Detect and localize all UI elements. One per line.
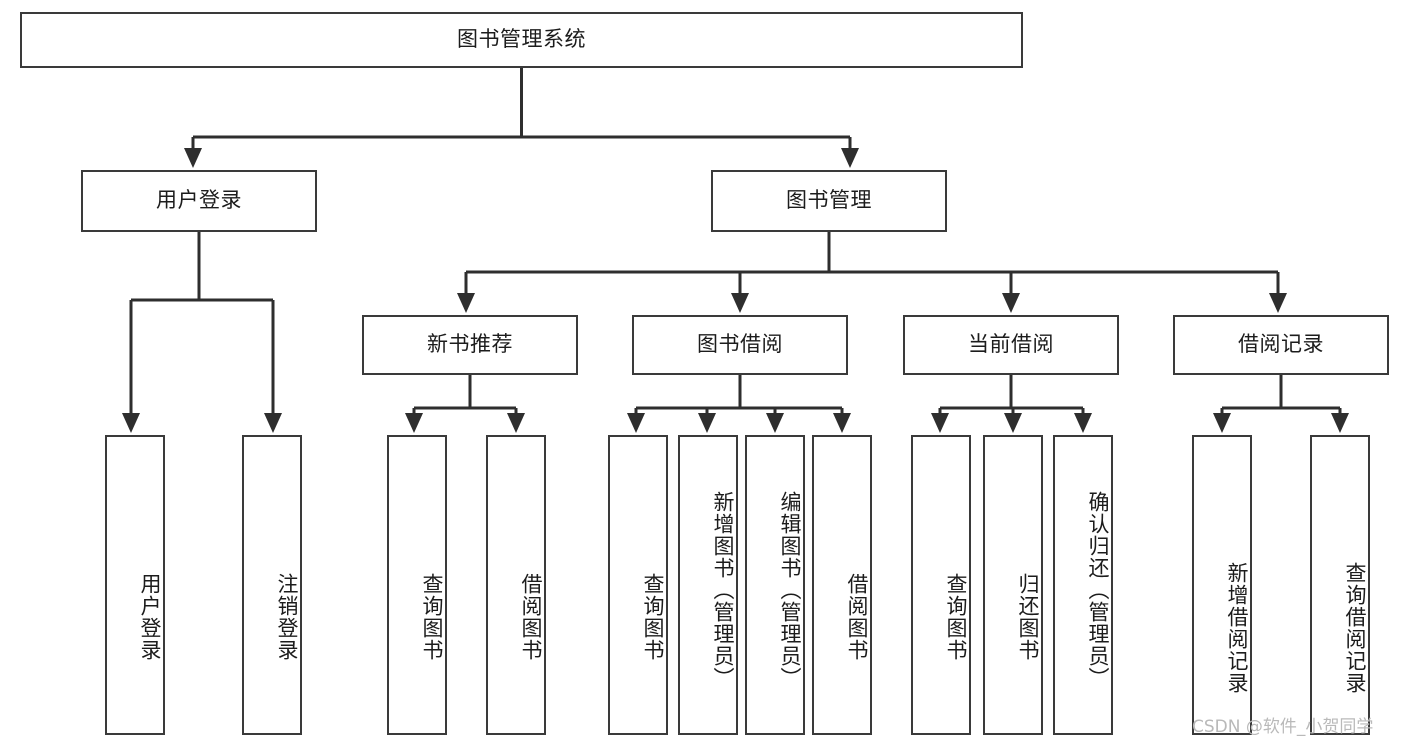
node-leaf-6[interactable]: 编辑图书（管理员） bbox=[745, 435, 805, 735]
node-level2-1[interactable]: 图书管理 bbox=[711, 170, 947, 232]
node-level3-3[interactable]: 借阅记录 bbox=[1173, 315, 1389, 375]
node-label: 新书推荐 bbox=[427, 332, 513, 357]
arrowhead-7 bbox=[1269, 293, 1287, 313]
node-label: 查询图书 bbox=[641, 573, 665, 661]
arrowhead-9 bbox=[507, 413, 525, 433]
watermark-text: CSDN @软件_小贺同学 bbox=[1192, 717, 1374, 737]
node-leaf-0[interactable]: 用户登录 bbox=[105, 435, 165, 735]
arrowhead-10 bbox=[627, 413, 645, 433]
node-label: 用户登录 bbox=[156, 188, 242, 213]
node-label: 借阅记录 bbox=[1238, 332, 1324, 357]
node-label: 编辑图书（管理员） bbox=[778, 491, 802, 689]
node-root-0[interactable]: 图书管理系统 bbox=[20, 12, 1023, 68]
node-level3-2[interactable]: 当前借阅 bbox=[903, 315, 1119, 375]
node-label: 用户登录 bbox=[138, 573, 162, 661]
node-label: 查询借阅记录 bbox=[1343, 562, 1367, 694]
node-label: 图书管理系统 bbox=[457, 27, 586, 52]
node-leaf-2[interactable]: 查询图书 bbox=[387, 435, 447, 735]
arrowhead-8 bbox=[405, 413, 423, 433]
node-label: 借阅图书 bbox=[519, 573, 543, 661]
node-label: 图书管理 bbox=[786, 188, 872, 213]
node-label: 当前借阅 bbox=[968, 332, 1054, 357]
node-leaf-5[interactable]: 新增图书（管理员） bbox=[678, 435, 738, 735]
node-level3-1[interactable]: 图书借阅 bbox=[632, 315, 848, 375]
arrowhead-5 bbox=[731, 293, 749, 313]
node-leaf-4[interactable]: 查询图书 bbox=[608, 435, 668, 735]
node-leaf-10[interactable]: 确认归还（管理员） bbox=[1053, 435, 1113, 735]
arrowhead-12 bbox=[766, 413, 784, 433]
node-leaf-1[interactable]: 注销登录 bbox=[242, 435, 302, 735]
node-label: 图书借阅 bbox=[697, 332, 783, 357]
node-leaf-12[interactable]: 查询借阅记录 bbox=[1310, 435, 1370, 735]
node-level2-0[interactable]: 用户登录 bbox=[81, 170, 317, 232]
node-leaf-11[interactable]: 新增借阅记录 bbox=[1192, 435, 1252, 735]
node-leaf-7[interactable]: 借阅图书 bbox=[812, 435, 872, 735]
node-label: 归还图书 bbox=[1016, 573, 1040, 661]
arrowhead-16 bbox=[1074, 413, 1092, 433]
arrowhead-6 bbox=[1002, 293, 1020, 313]
arrowhead-1 bbox=[841, 148, 859, 168]
node-label: 新增借阅记录 bbox=[1225, 562, 1249, 694]
node-label: 查询图书 bbox=[420, 573, 444, 661]
arrowhead-4 bbox=[457, 293, 475, 313]
arrowhead-18 bbox=[1331, 413, 1349, 433]
node-leaf-9[interactable]: 归还图书 bbox=[983, 435, 1043, 735]
arrowhead-3 bbox=[264, 413, 282, 433]
node-leaf-8[interactable]: 查询图书 bbox=[911, 435, 971, 735]
arrowhead-2 bbox=[122, 413, 140, 433]
arrowhead-15 bbox=[1004, 413, 1022, 433]
node-level3-0[interactable]: 新书推荐 bbox=[362, 315, 578, 375]
node-label: 注销登录 bbox=[275, 573, 299, 661]
node-label: 查询图书 bbox=[944, 573, 968, 661]
arrowhead-0 bbox=[184, 148, 202, 168]
node-leaf-3[interactable]: 借阅图书 bbox=[486, 435, 546, 735]
node-label: 新增图书（管理员） bbox=[711, 491, 735, 689]
node-label: 借阅图书 bbox=[845, 573, 869, 661]
arrowhead-11 bbox=[698, 413, 716, 433]
arrowhead-17 bbox=[1213, 413, 1231, 433]
arrowhead-13 bbox=[833, 413, 851, 433]
node-label: 确认归还（管理员） bbox=[1086, 491, 1110, 689]
arrowhead-14 bbox=[931, 413, 949, 433]
